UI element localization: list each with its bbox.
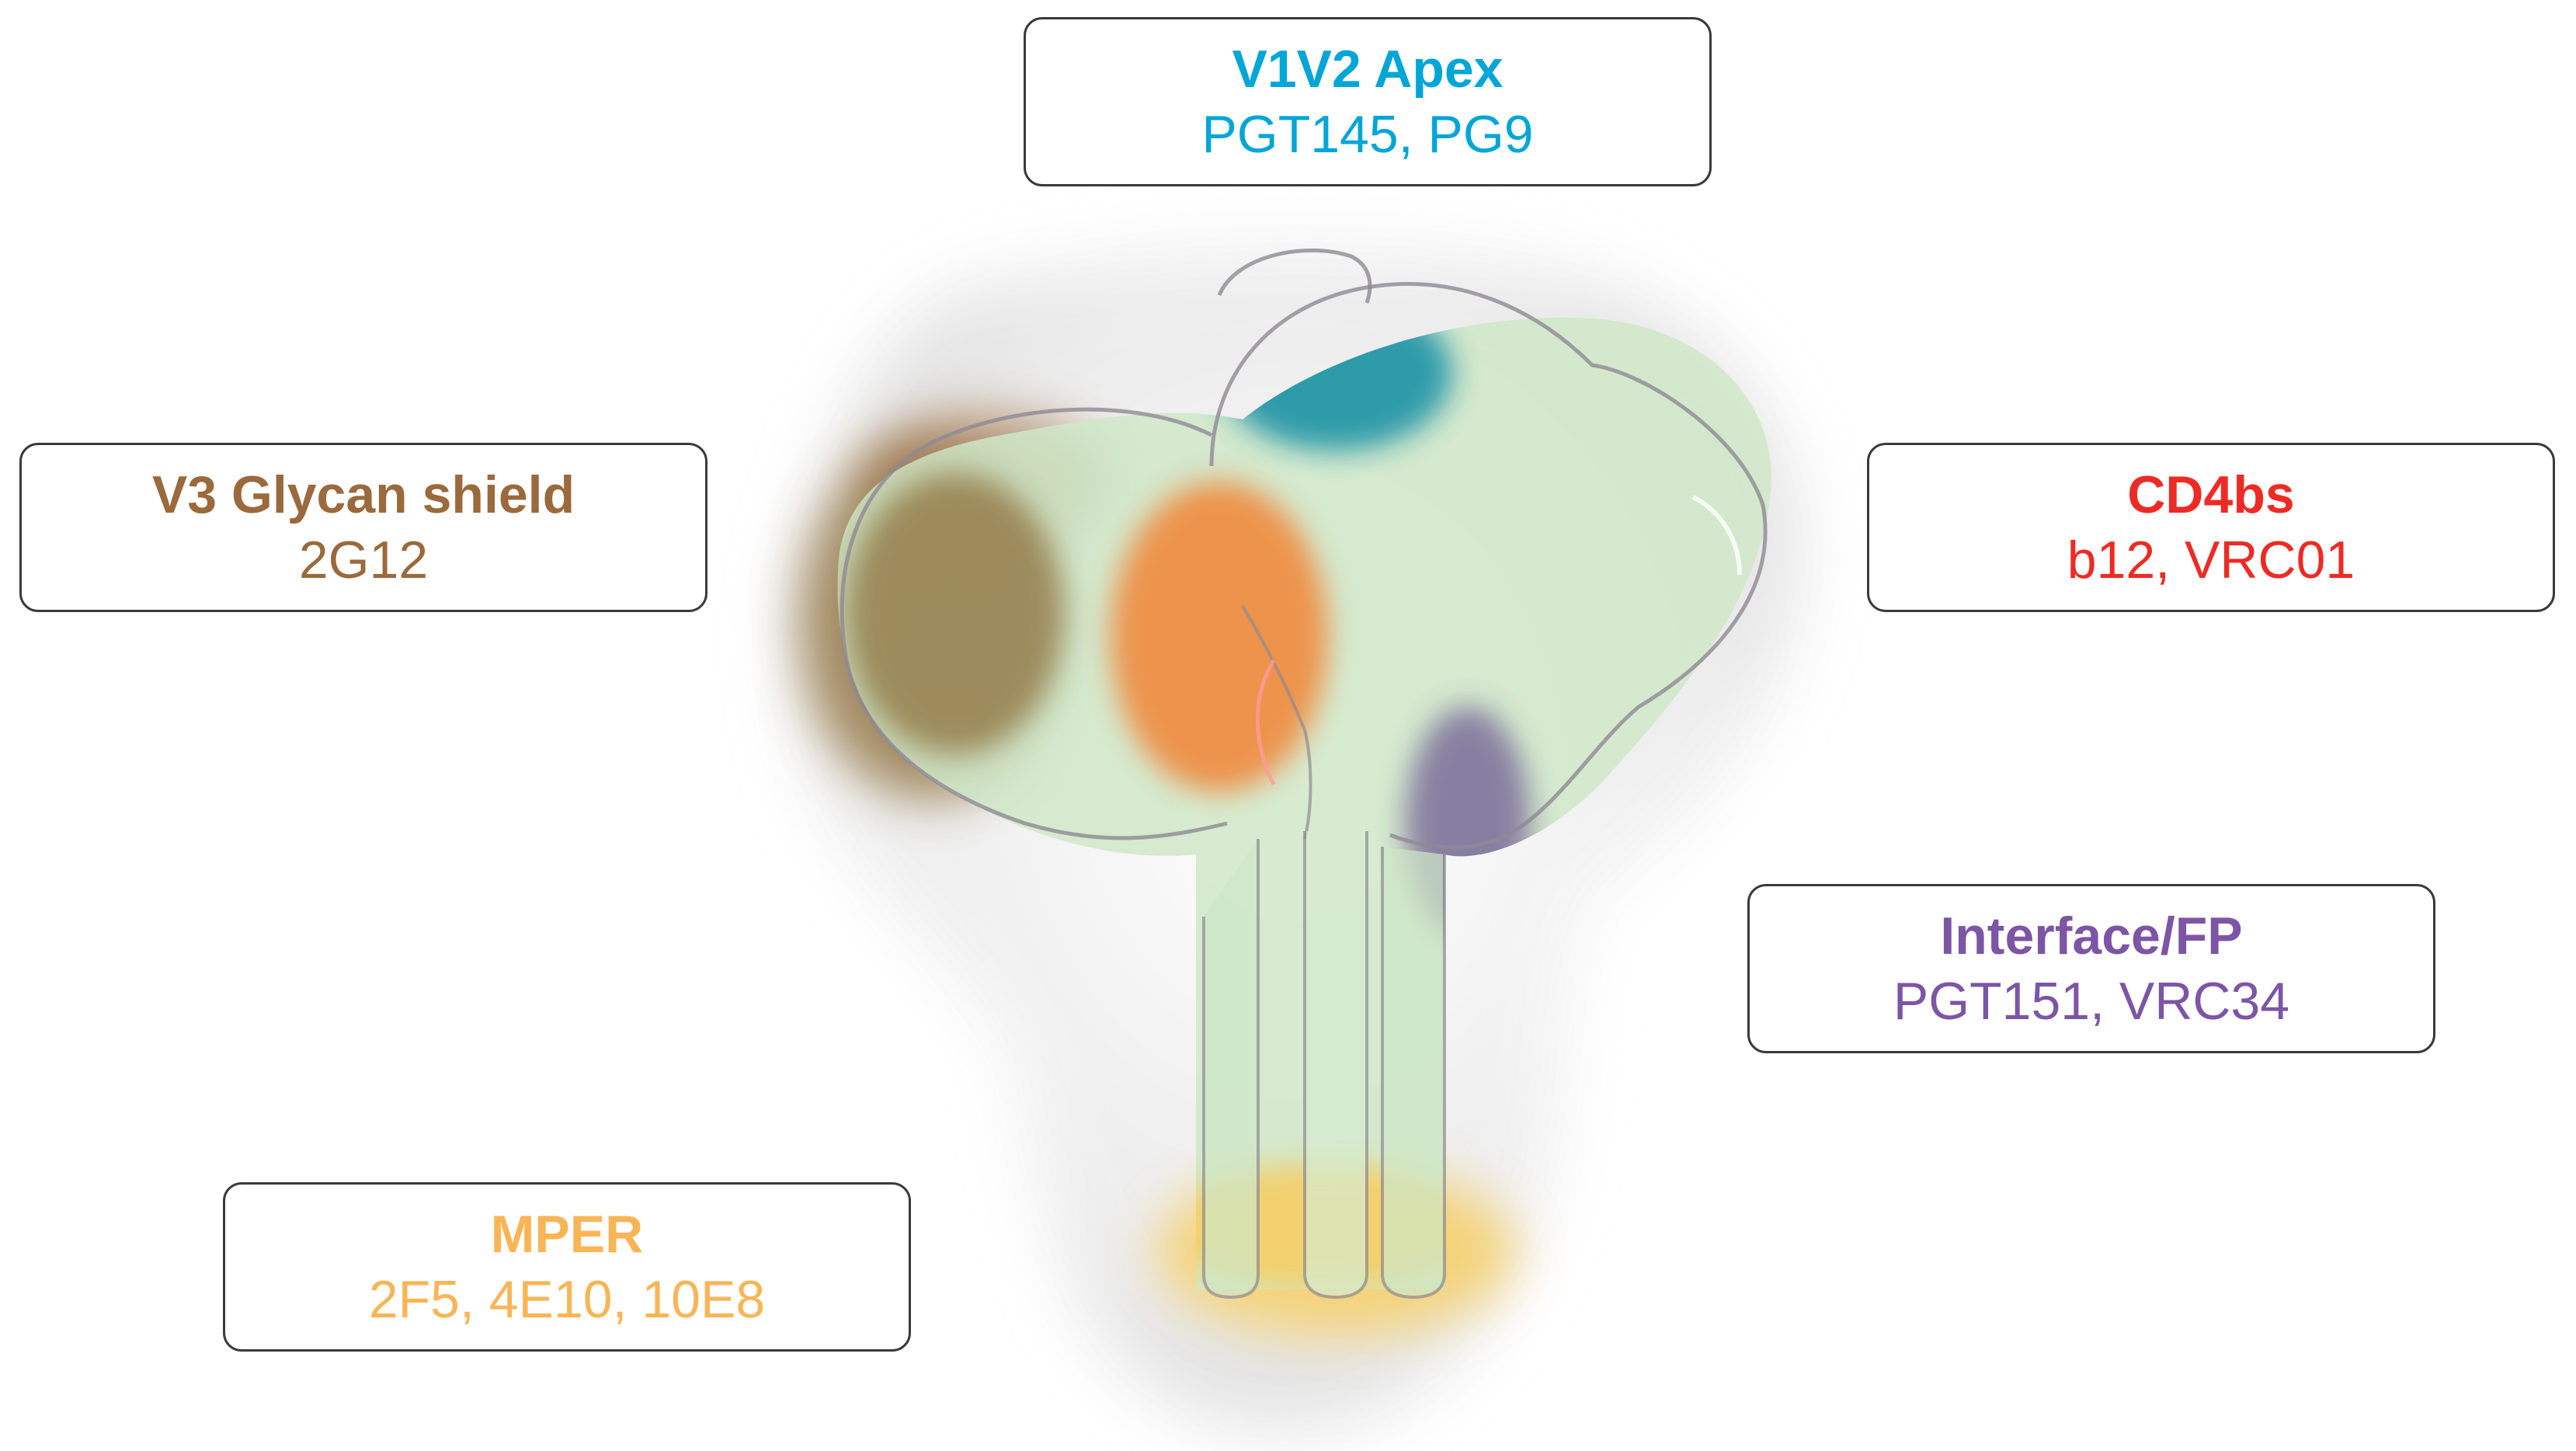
env-protein bbox=[837, 248, 1771, 1300]
region-title-mper: MPER bbox=[490, 1205, 644, 1264]
region-title-cd4bs: CD4bs bbox=[2127, 465, 2295, 524]
left-lobe-outline bbox=[840, 407, 1228, 840]
apex-outline bbox=[1217, 248, 1372, 304]
stalk-helix-center bbox=[1303, 831, 1368, 1300]
region-title-interface: Interface/FP bbox=[1940, 906, 2243, 966]
right-lobe-highlight bbox=[1691, 495, 1742, 576]
label-box-v3-glycan: V3 Glycan shield 2G12 bbox=[19, 443, 707, 612]
right-lobe-outline bbox=[1209, 282, 1768, 850]
antibodies-mper: 2F5, 4E10, 10E8 bbox=[368, 1270, 766, 1329]
center-fold-outline bbox=[1241, 604, 1312, 840]
antibodies-interface: PGT151, VRC34 bbox=[1893, 972, 2290, 1031]
stalk-helix-left bbox=[1202, 839, 1260, 1300]
label-box-mper: MPER 2F5, 4E10, 10E8 bbox=[223, 1182, 911, 1352]
protein-body bbox=[837, 317, 1771, 1289]
antibodies-cd4bs: b12, VRC01 bbox=[2067, 531, 2355, 590]
label-box-interface-fp: Interface/FP PGT151, VRC34 bbox=[1747, 884, 2435, 1053]
cd4bs-highlight bbox=[1255, 659, 1276, 786]
region-title-v1v2: V1V2 Apex bbox=[1232, 40, 1504, 99]
label-box-cd4bs: CD4bs b12, VRC01 bbox=[1867, 443, 2555, 612]
antibodies-v1v2: PGT145, PG9 bbox=[1201, 105, 1534, 164]
v3-inner-patch bbox=[846, 474, 1064, 753]
stalk-helix-right bbox=[1381, 847, 1446, 1300]
cd4bs-patch bbox=[1111, 482, 1328, 792]
region-title-v3: V3 Glycan shield bbox=[151, 465, 575, 524]
label-box-v1v2-apex: V1V2 Apex PGT145, PG9 bbox=[1024, 17, 1712, 186]
antibodies-v3: 2G12 bbox=[298, 531, 429, 590]
